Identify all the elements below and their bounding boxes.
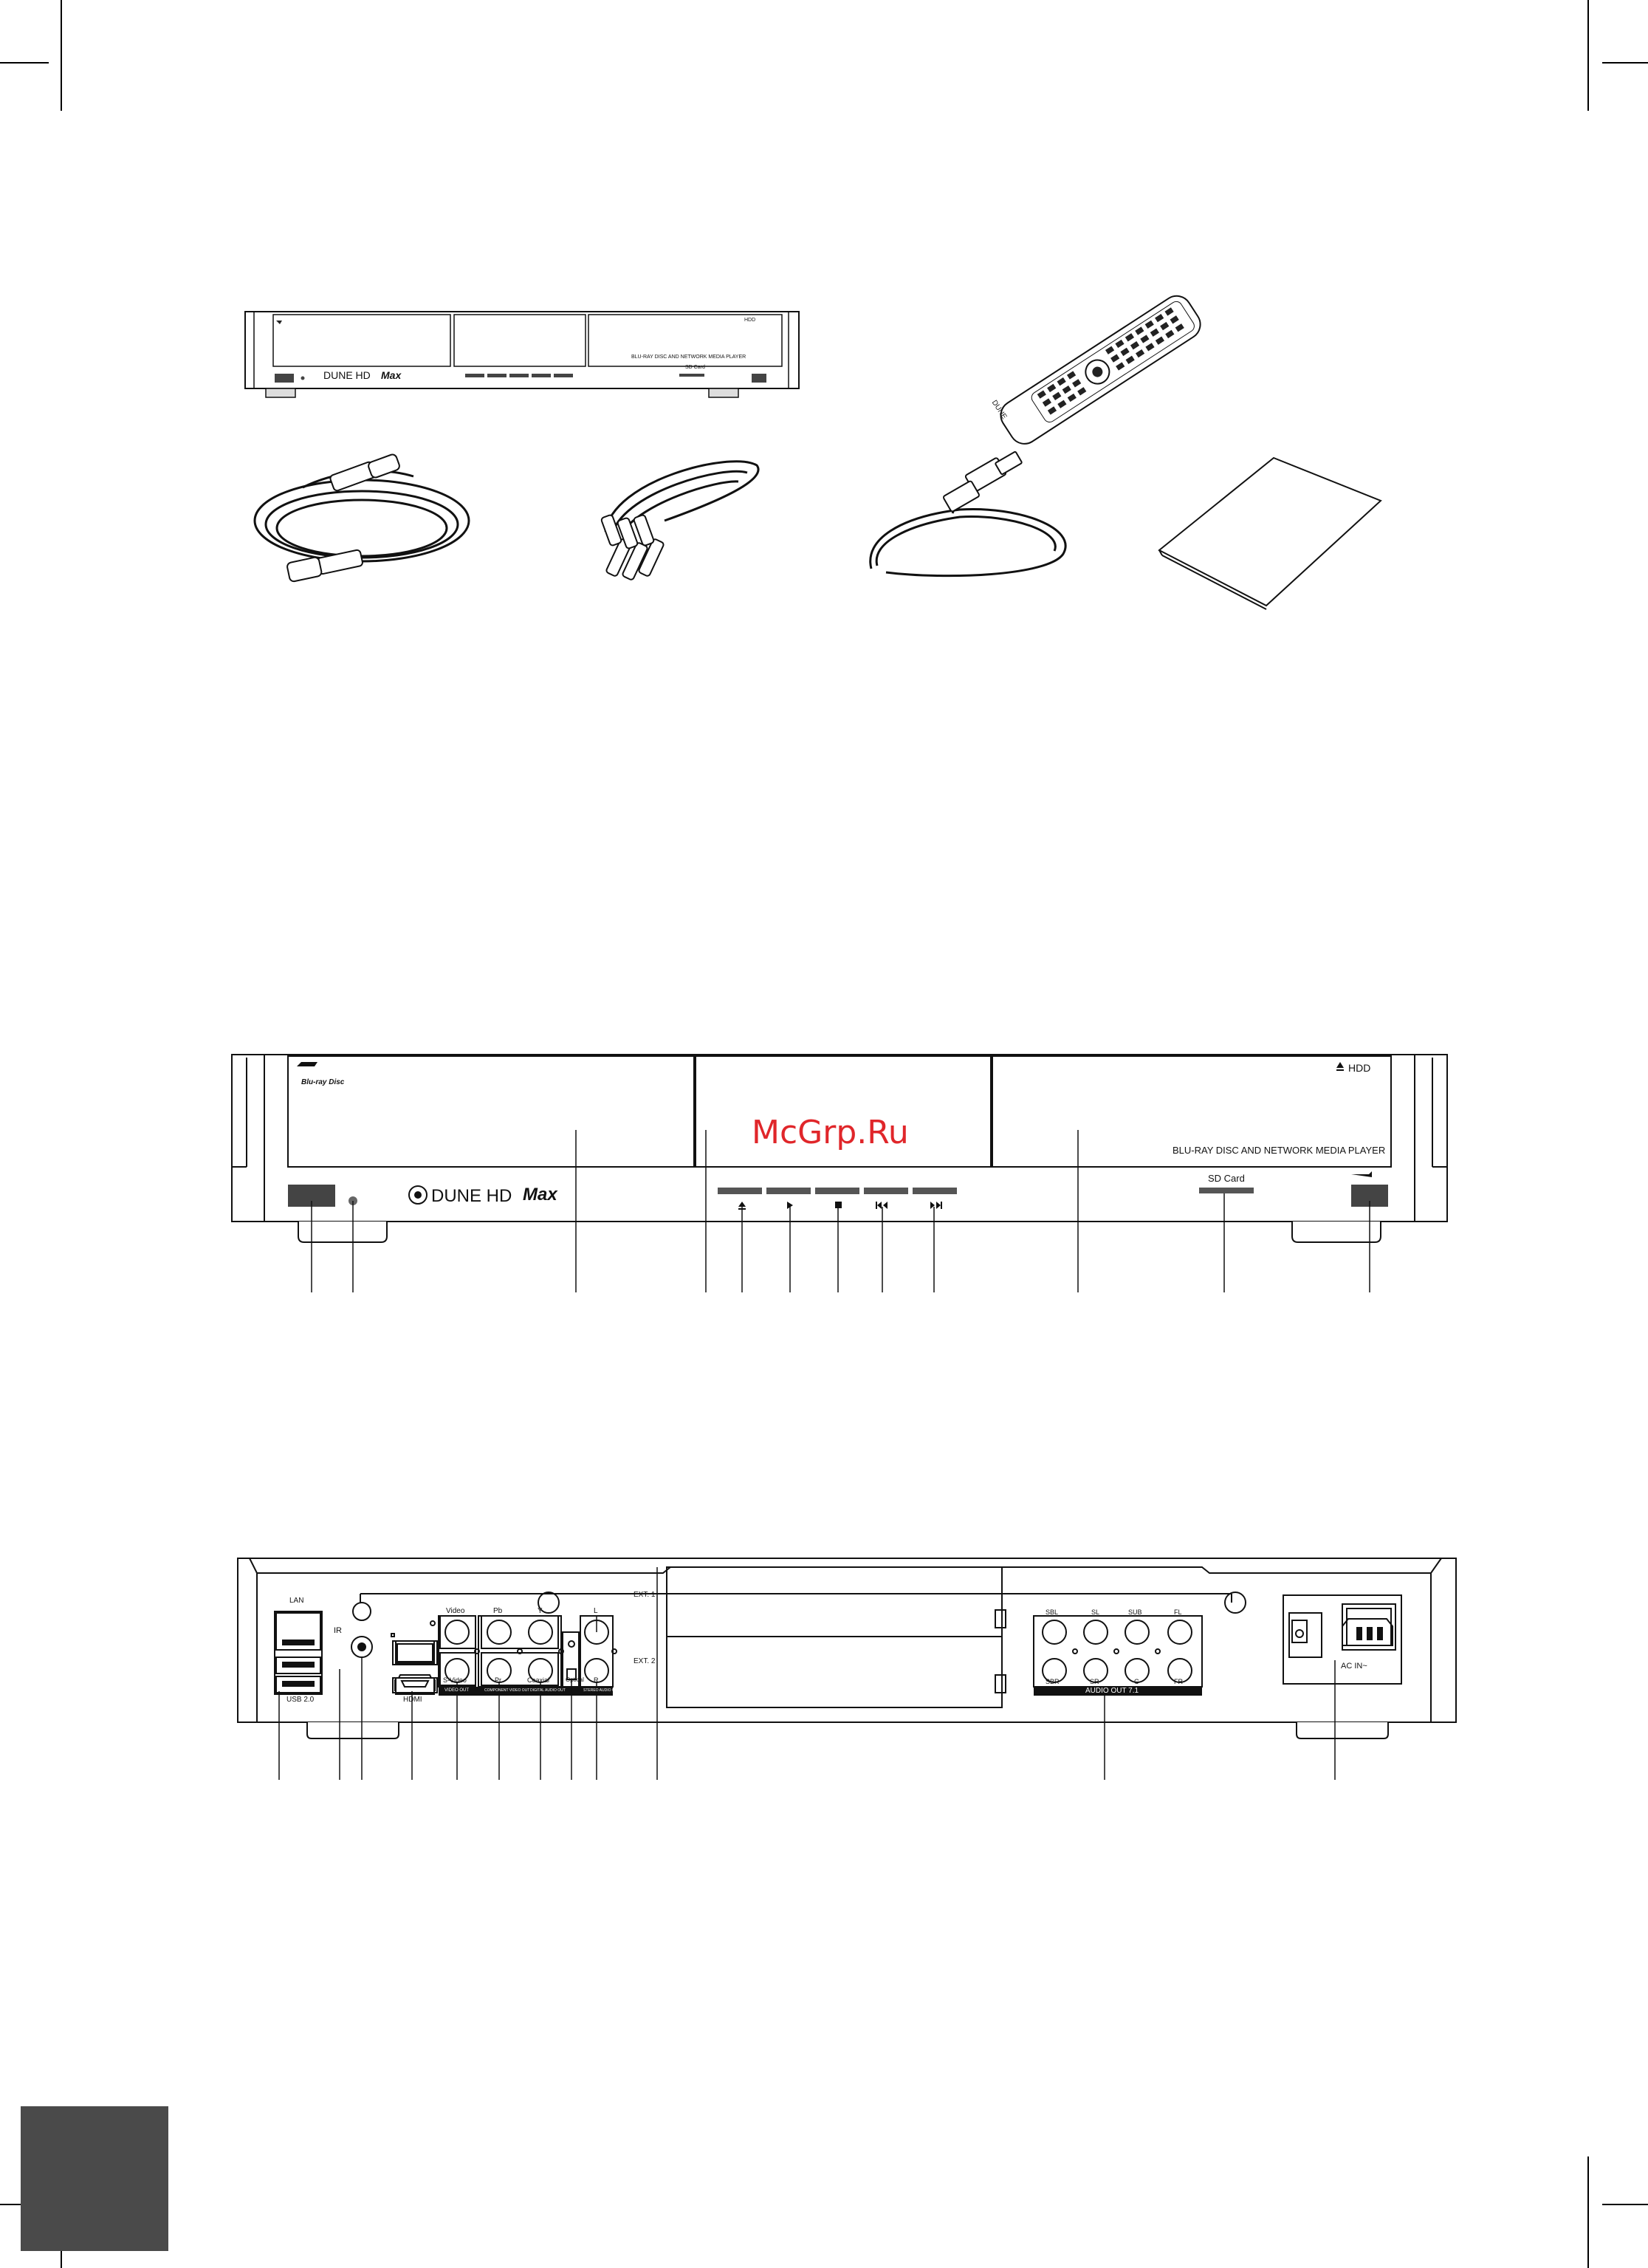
ac-in-label: AC IN~ (1341, 1662, 1367, 1671)
video-out-label: VIDEO OUT (444, 1688, 470, 1693)
front-panel-diagram: Blu-ray Disc HDD BLU-RAY DISC AND NETWOR… (229, 1049, 1455, 1292)
ext1-label: EXT. 1 (634, 1591, 656, 1599)
small-subtitle: BLU-RAY DISC AND NETWORK MEDIA PLAYER (631, 354, 746, 360)
coaxial-label: Coaxial (527, 1676, 550, 1684)
small-sd-card: SD Card (685, 365, 705, 370)
blu-ray-logo: Blu-ray Disc (301, 1078, 345, 1086)
sub-label: SUB (1128, 1609, 1142, 1616)
fl-label: FL (1174, 1609, 1182, 1616)
hdmi-cable-illustration (856, 450, 1078, 583)
small-player-illustration: DUNE HD Max BLU-RAY DISC AND NETWORK MED… (244, 310, 805, 428)
crop-mark (0, 62, 49, 64)
optical-label: Optical (566, 1676, 584, 1683)
video-label: Video (446, 1607, 465, 1615)
svideo-label: S-Video (443, 1676, 467, 1684)
brand-main: DUNE HD (431, 1186, 512, 1206)
small-brand-model: Max (381, 369, 402, 381)
audio-out-label: AUDIO OUT 7.1 (1085, 1687, 1139, 1695)
manual-booklet-illustration (1152, 450, 1395, 613)
ext2-label: EXT. 2 (634, 1657, 656, 1665)
sbr-label: SBR (1046, 1678, 1060, 1685)
power-cable-illustration (244, 450, 487, 587)
ir-label: IR (334, 1626, 342, 1635)
l-label: L (594, 1607, 598, 1615)
crop-mark (61, 0, 62, 111)
small-brand-main: DUNE HD (323, 369, 371, 381)
usb-label: USB 2.0 (286, 1696, 315, 1704)
sd-card-label: SD Card (1208, 1173, 1245, 1184)
y-label: Y (538, 1607, 543, 1615)
sbl-label: SBL (1046, 1609, 1059, 1616)
sr-label: SR (1090, 1678, 1099, 1685)
pb-label: Pb (493, 1607, 503, 1615)
crop-mark (1587, 2156, 1589, 2268)
fr-label: FR (1174, 1678, 1183, 1685)
sl-label: SL (1091, 1609, 1100, 1616)
digital-audio-label: DIGITAL AUDIO OUT (530, 1688, 566, 1693)
crop-mark (1587, 0, 1589, 111)
page-number-tab (21, 2106, 168, 2251)
crop-mark (1602, 62, 1648, 64)
hdd-label: HDD (1348, 1062, 1371, 1074)
lan-label: LAN (289, 1597, 304, 1605)
r-label: R (594, 1676, 599, 1684)
watermark: McGrp.Ru (752, 1114, 909, 1151)
hdmi-label: HDMI (403, 1696, 422, 1704)
front-subtitle: BLU-RAY DISC AND NETWORK MEDIA PLAYER (1173, 1145, 1386, 1156)
remote-control-illustration: DUNE (982, 295, 1218, 445)
crop-mark (1602, 2204, 1648, 2205)
rear-panel-diagram: LAN USB 2.0 IR HDMI Video S-Video VIDEO … (235, 1551, 1460, 1780)
brand-model: Max (523, 1185, 557, 1205)
component-out-label: COMPONENT VIDEO OUT (484, 1688, 530, 1693)
small-hdd: HDD (744, 318, 756, 323)
pr-label: Pr (495, 1676, 501, 1684)
av-cable-illustration (583, 450, 775, 606)
c-label: C (1134, 1678, 1139, 1685)
stereo-out-label: STEREO AUDIO OUT (583, 1688, 620, 1693)
